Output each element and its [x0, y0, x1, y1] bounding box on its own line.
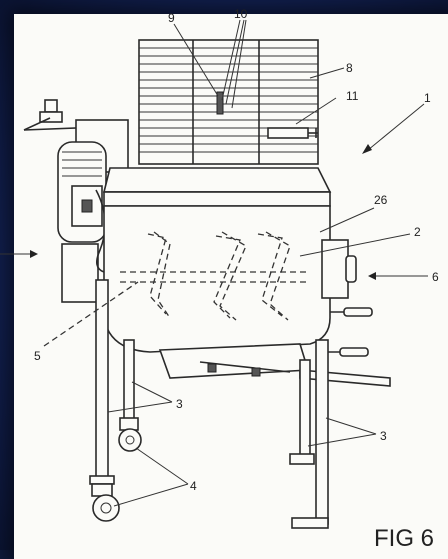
ref-4: 4	[190, 479, 197, 493]
plunger-rod	[267, 127, 318, 139]
hopper-rim	[102, 167, 332, 207]
ref-3-left: 3	[176, 397, 183, 411]
ref-26: 26	[374, 193, 388, 207]
ref-6: 6	[432, 270, 439, 284]
ref-8: 8	[346, 61, 353, 75]
leader-lines	[0, 19, 428, 507]
ref-3-right: 3	[380, 429, 387, 443]
grate-lid	[138, 39, 319, 165]
ref-1: 1	[424, 91, 431, 105]
ref-10: 10	[234, 7, 248, 21]
ref-5: 5	[34, 349, 41, 363]
figure-label: FIG 6	[374, 525, 434, 550]
support-legs	[89, 279, 329, 529]
ref-11: 11	[346, 89, 359, 103]
casters	[91, 417, 142, 522]
motor-assembly	[23, 99, 129, 303]
ref-2: 2	[414, 225, 421, 239]
discharge-chute	[158, 343, 310, 379]
reference-numerals: 9 10 8 11 1 26 2 6 5 3 3 4	[34, 7, 439, 493]
ref-9: 9	[168, 11, 175, 25]
mixing-tank	[103, 205, 357, 353]
